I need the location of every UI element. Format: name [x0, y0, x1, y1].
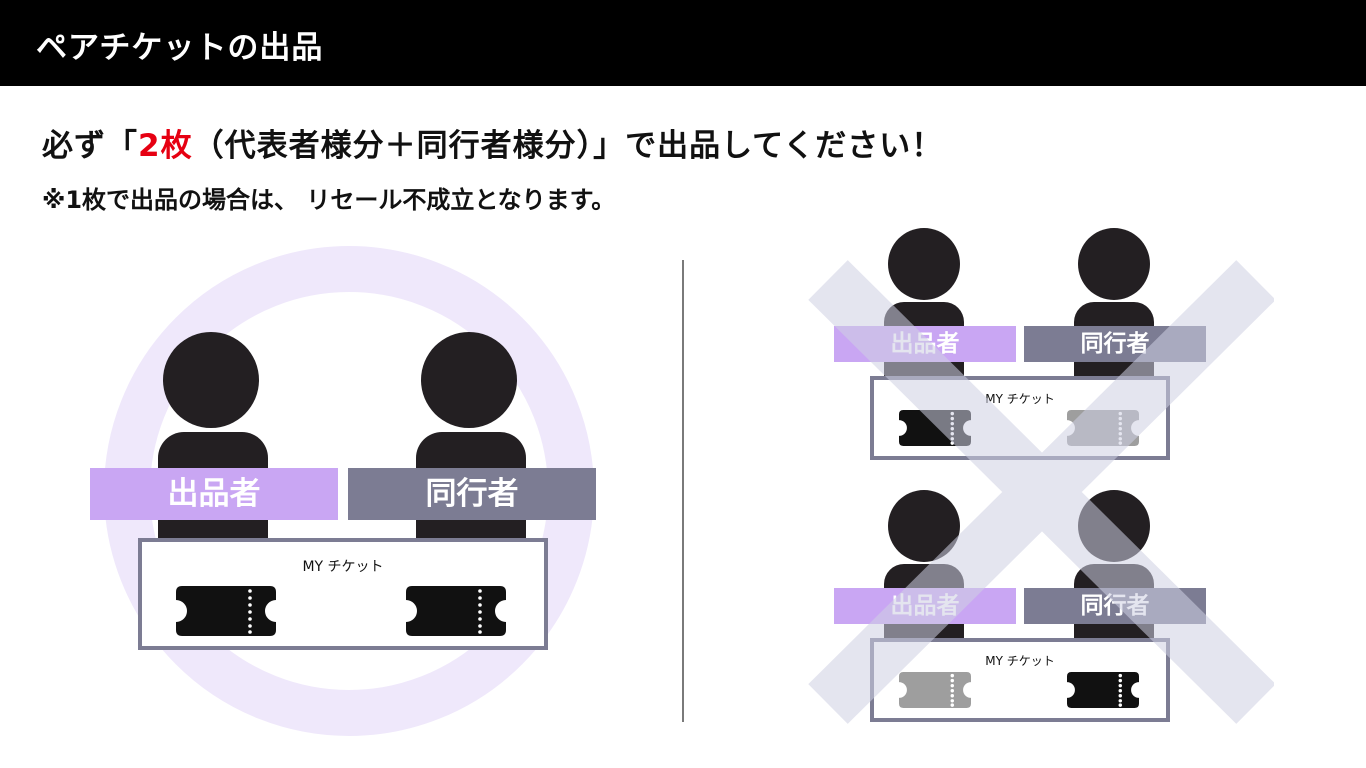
- my-ticket-box: MY チケット: [138, 538, 548, 650]
- ticket-icon: [899, 672, 971, 708]
- ticket-icon: [176, 586, 276, 636]
- ticket-icon: [1067, 672, 1139, 708]
- companion-label: 同行者: [1024, 588, 1206, 624]
- ticket-icon: [406, 586, 506, 636]
- page-title: ペアチケットの出品: [36, 30, 324, 66]
- seller-label: 出品者: [834, 588, 1016, 624]
- companion-label: 同行者: [348, 468, 596, 520]
- ticket-icon: [1067, 410, 1139, 446]
- seller-label: 出品者: [834, 326, 1016, 362]
- person-icon: [158, 332, 268, 542]
- my-ticket-box: MY チケット: [870, 638, 1170, 722]
- headline-prefix: 必ず「: [42, 128, 138, 164]
- headline: 必ず「2枚（代表者様分＋同行者様分）」で出品してください！: [42, 120, 943, 165]
- my-ticket-box: MY チケット: [870, 376, 1170, 460]
- my-ticket-title: MY チケット: [985, 392, 1055, 406]
- headline-suffix: （代表者様分＋同行者様分）」で出品してください！: [192, 128, 944, 164]
- divider: [682, 260, 684, 722]
- my-ticket-title: MY チケット: [985, 654, 1055, 668]
- my-ticket-title: MY チケット: [302, 559, 384, 575]
- incorrect-examples: 出品者 同行者 MY チケット 出品者 同行者 MY チケット: [804, 224, 1274, 730]
- notice-text: ※1枚で出品の場合は、 リセール不成立となります。: [42, 186, 616, 214]
- headline-highlight: 2枚: [138, 128, 193, 164]
- companion-label: 同行者: [1024, 326, 1206, 362]
- seller-label: 出品者: [90, 468, 338, 520]
- ticket-icon: [899, 410, 971, 446]
- header-bar: ペアチケットの出品: [0, 0, 1366, 86]
- correct-example: 出品者 同行者 MY チケット: [86, 244, 606, 738]
